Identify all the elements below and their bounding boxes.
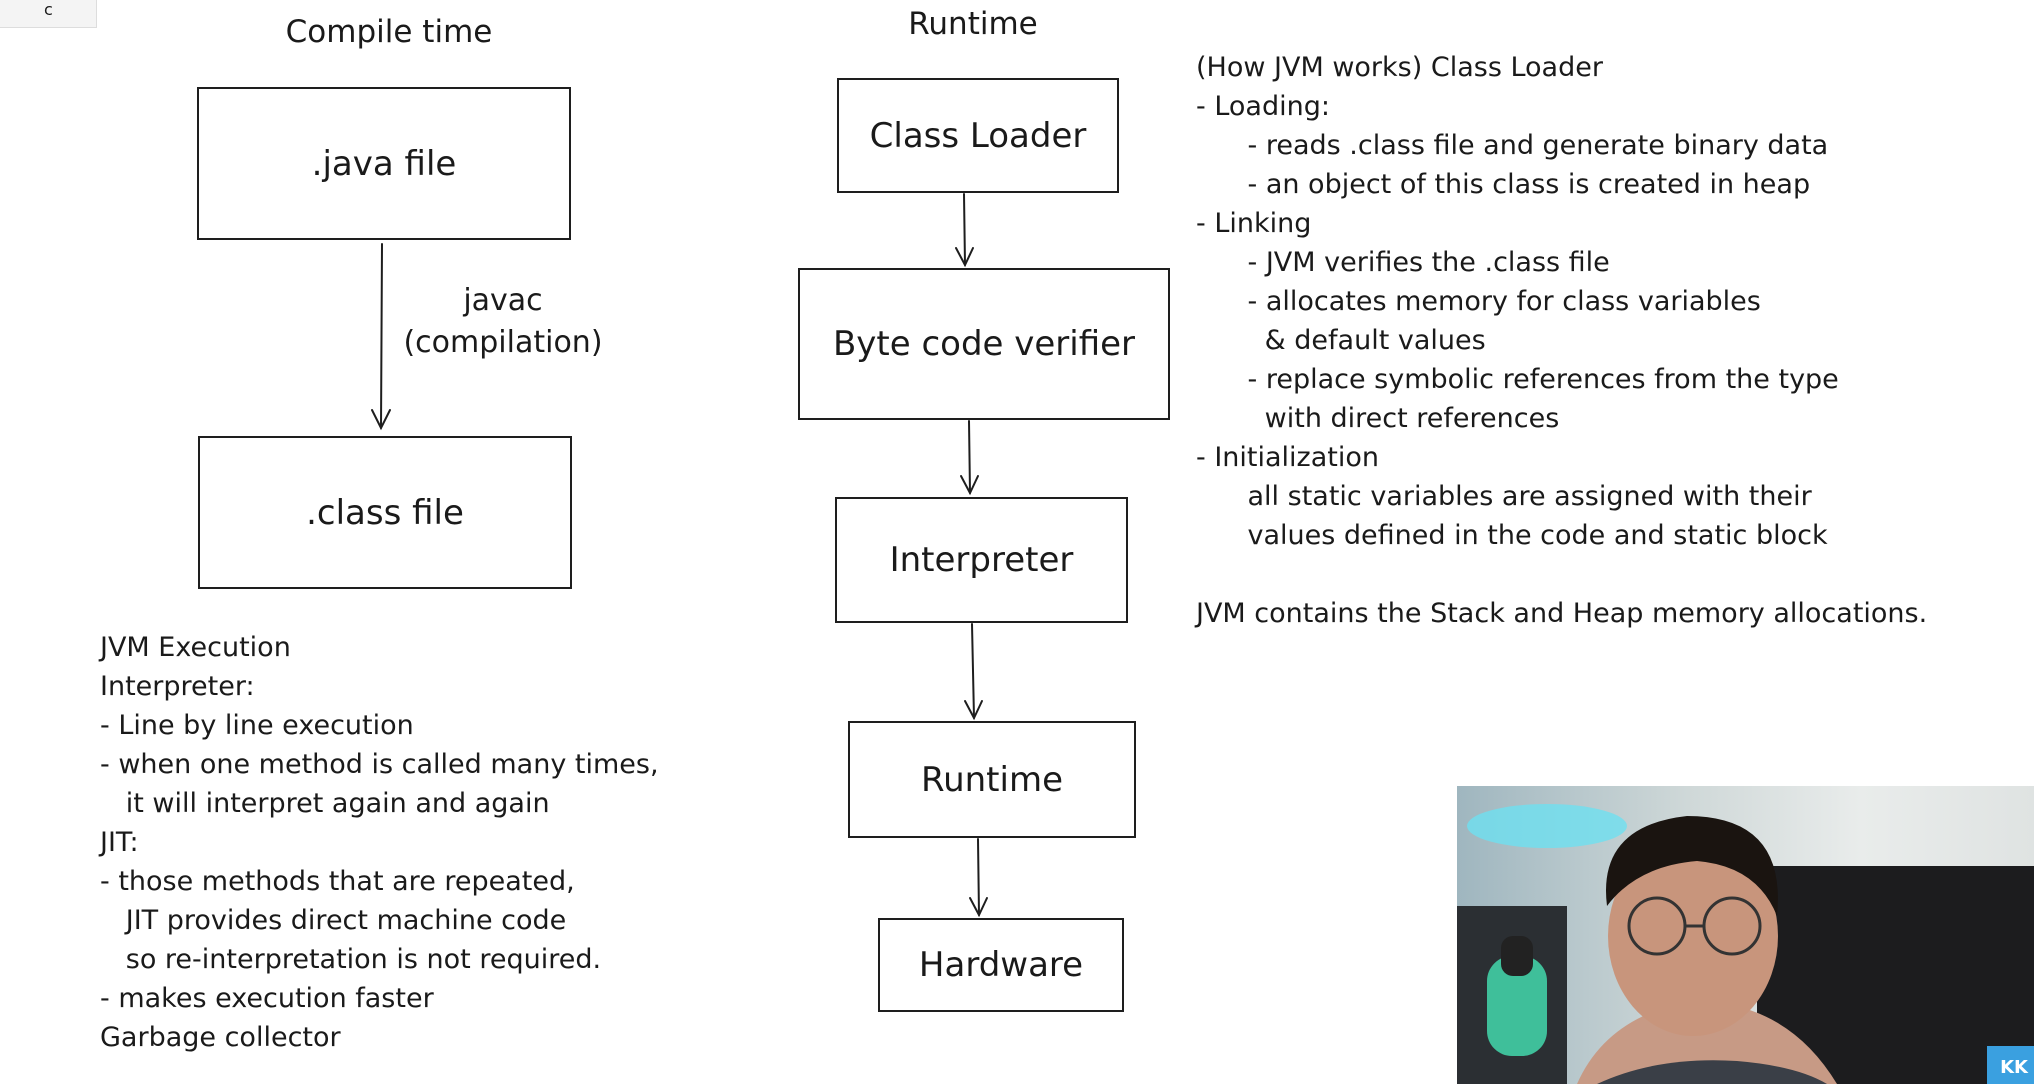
note-line: so re-interpretation is not required.: [100, 944, 602, 975]
note-line: - when one method is called many times,: [100, 749, 659, 780]
javac-label: javac: [463, 283, 543, 318]
arrow-4: [969, 838, 988, 918]
browser-tab[interactable]: c: [0, 0, 97, 28]
note-line: [1196, 555, 1927, 594]
note-line: - reads .class file and generate binary …: [1196, 130, 1829, 161]
execution-notes: JVM Execution Interpreter: - Line by lin…: [100, 628, 659, 1057]
compilation-label: (compilation): [403, 325, 603, 360]
note-line: - allocates memory for class variables: [1196, 286, 1761, 317]
class-loader-notes: (How JVM works) Class Loader - Loading: …: [1196, 48, 1927, 633]
note-line: JIT provides direct machine code: [100, 905, 567, 936]
note-line: - an object of this class is created in …: [1196, 169, 1811, 200]
hardware-box: Hardware: [878, 918, 1124, 1012]
byte-code-verifier-box: Byte code verifier: [798, 268, 1170, 420]
presenter-image: [1457, 804, 2034, 1084]
arrow-1: [955, 193, 974, 268]
note-line: Garbage collector: [100, 1022, 341, 1053]
note-line: with direct references: [1196, 403, 1560, 434]
note-line: - makes execution faster: [100, 983, 434, 1014]
note-line: - Initialization: [1196, 442, 1379, 473]
note-line: (How JVM works) Class Loader: [1196, 52, 1603, 83]
note-line: values defined in the code and static bl…: [1196, 520, 1828, 551]
webcam-overlay: KK: [1457, 786, 2034, 1084]
compile-time-title: Compile time: [285, 14, 493, 50]
channel-badge: KK: [2000, 1057, 2028, 1078]
class-loader-box: Class Loader: [837, 78, 1119, 193]
arrow-3: [964, 623, 983, 721]
note-line: it will interpret again and again: [100, 788, 550, 819]
note-line: - Linking: [1196, 208, 1312, 239]
arrow-2: [960, 420, 979, 496]
note-line: JVM Execution: [100, 632, 291, 663]
note-line: all static variables are assigned with t…: [1196, 481, 1812, 512]
runtime-title: Runtime: [908, 6, 1038, 42]
arrow-javac: [371, 243, 391, 431]
note-line: - Loading:: [1196, 91, 1330, 122]
note-line: Interpreter:: [100, 671, 255, 702]
note-line: & default values: [1196, 325, 1486, 356]
note-line: JIT:: [100, 827, 139, 858]
note-line: - replace symbolic references from the t…: [1196, 364, 1839, 395]
runtime-box: Runtime: [848, 721, 1136, 838]
tab-label: c: [44, 0, 53, 19]
interpreter-box: Interpreter: [835, 497, 1128, 623]
note-line: - JVM verifies the .class file: [1196, 247, 1610, 278]
class-file-box: .class file: [198, 436, 572, 589]
java-file-box: .java file: [197, 87, 571, 240]
note-line: - those methods that are repeated,: [100, 866, 575, 897]
note-line: - Line by line execution: [100, 710, 414, 741]
note-line: JVM contains the Stack and Heap memory a…: [1196, 598, 1928, 629]
